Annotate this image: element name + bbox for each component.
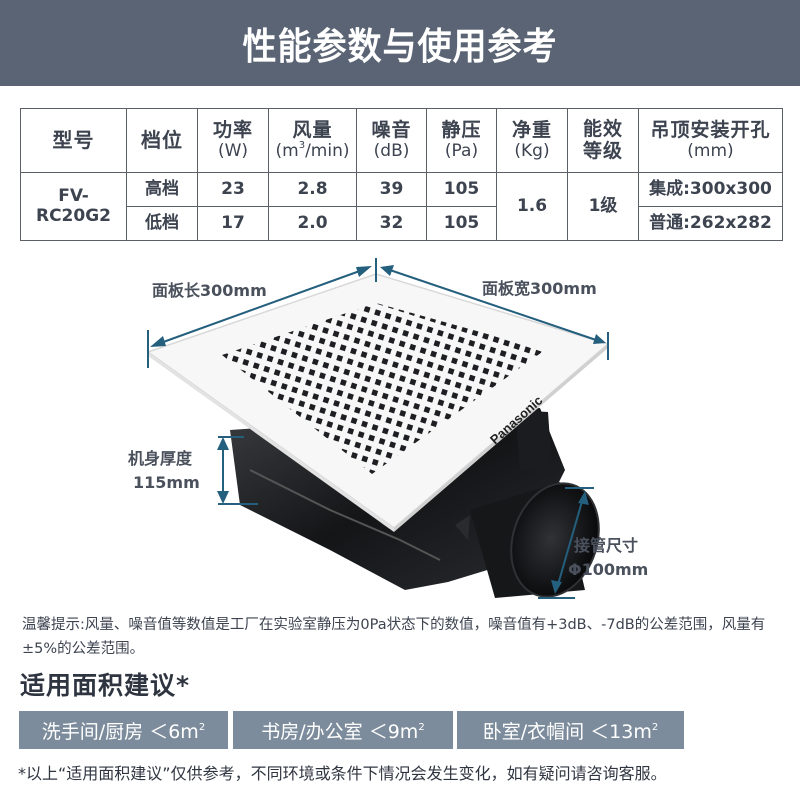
page-title: 性能参数与使用参考 (242, 25, 558, 69)
area-disclaimer: *以上“适用面积建议”仅供参考，不同环境或条件下情况会发生变化，如有疑问请咨询客… (18, 764, 667, 783)
table-row: 低档 17 2.0 32 105 普通:262x282 (21, 206, 783, 241)
cell-gear: 高档 (126, 172, 198, 207)
cell-energy-grade: 1级 (567, 172, 639, 241)
cell-airflow: 2.0 (268, 206, 357, 241)
cell-power: 17 (197, 206, 269, 241)
header-model: 型号 (20, 108, 127, 173)
cell-power: 23 (197, 172, 269, 207)
header-bar: 性能参数与使用参考 (0, 0, 800, 86)
header-power: 功率(W) (197, 108, 269, 173)
duct-size-label: 接管尺寸 (574, 536, 639, 555)
cell-gear: 低档 (126, 206, 198, 241)
header-ceiling-opening: 吊顶安装开孔(mm) (638, 108, 783, 173)
tolerance-notice: 温馨提示:风量、噪音值等数值是工厂在实验室静压为0Pa状态下的数值，噪音值有+3… (22, 617, 766, 657)
cell-noise: 39 (356, 172, 427, 207)
cell-airflow: 2.8 (268, 172, 357, 207)
header-static-pressure: 静压(Pa) (426, 108, 497, 173)
ventilation-fan-image: Panasonic (146, 258, 610, 599)
cell-net-weight: 1.6 (496, 172, 568, 241)
header-gear: 档位 (126, 108, 198, 173)
cell-static-pressure: 105 (426, 172, 497, 207)
header-net-weight: 净重(Kg) (496, 108, 568, 173)
header-airflow: 风量(m3/min) (268, 108, 357, 173)
body-thickness-label: 机身厚度 (128, 449, 193, 468)
header-noise: 噪音(dB) (356, 108, 427, 173)
table-row: FV-RC20G2 高档 23 2.8 39 105 1.6 1级 集成:300… (20, 172, 783, 241)
panel-length-label: 面板长300mm (152, 281, 267, 300)
spec-table: 型号 档位 功率(W) 风量(m3/min) 噪音(dB) 静压(Pa) 净重(… (20, 108, 783, 241)
table-header-row: 型号 档位 功率(W) 风量(m3/min) 噪音(dB) 静压(Pa) 净重(… (20, 108, 783, 173)
duct-size-value: Φ100mm (568, 560, 649, 579)
body-thickness-value: 115mm (133, 473, 200, 492)
cell-static-pressure: 105 (426, 206, 497, 241)
dimension-lines (147, 258, 609, 599)
area-section-title: 适用面积建议* (20, 671, 191, 700)
header-energy-grade: 能效等级 (567, 108, 639, 173)
panel-width-label: 面板宽300mm (482, 279, 597, 298)
cell-noise: 32 (356, 206, 427, 241)
product-illustration: Panasonic 面板长300mm 面板宽30 (0, 250, 800, 600)
cell-opening: 普通:262x282 (638, 206, 783, 241)
cell-model: FV-RC20G2 (20, 172, 127, 241)
cell-opening: 集成:300x300 (638, 172, 783, 207)
